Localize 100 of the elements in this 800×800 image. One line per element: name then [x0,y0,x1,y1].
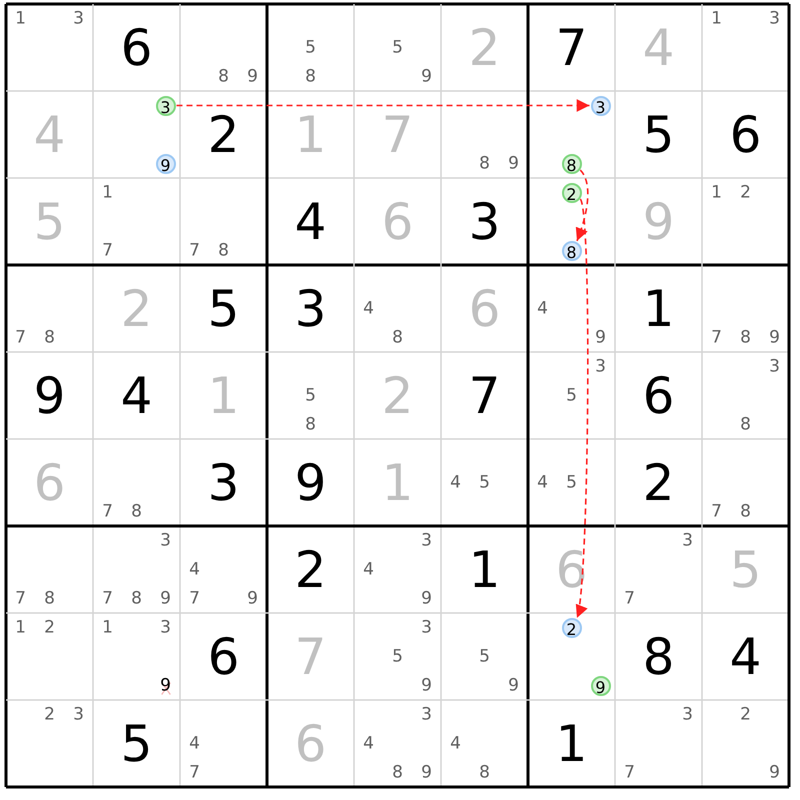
solved-digit: 4 [642,22,674,72]
candidate-digit: 8 [740,329,751,346]
candidate-digit: 8 [392,329,403,346]
candidate-digit: 3 [160,619,171,636]
candidate-digit: 9 [508,677,519,694]
candidate-digit: 5 [566,474,577,491]
candidate-digit: 9 [247,68,258,85]
candidate-digit: 8 [131,503,142,520]
highlighted-candidate: 9 [590,676,610,696]
candidate-digit: 3 [769,358,780,375]
solved-digit: 6 [34,458,66,508]
candidate-digit: 9 [421,677,432,694]
solved-digit: 1 [208,370,240,420]
candidate-digit: 3 [421,619,432,636]
candidate-digit: 2 [740,706,751,723]
candidate-digit: 4 [189,561,200,578]
eliminated-candidate: 9 [160,677,171,694]
candidate-digit: 9 [421,764,432,781]
solved-digit: 4 [34,110,66,160]
candidate-digit: 3 [769,10,780,27]
candidate-digit: 1 [15,10,26,27]
candidate-digit: 7 [711,329,722,346]
candidate-digit: 3 [682,706,693,723]
given-digit: 3 [294,284,326,334]
candidate-digit: 8 [479,155,490,172]
candidate-digit: 3 [595,358,606,375]
given-digit: 2 [642,458,674,508]
solved-digit: 1 [294,110,326,160]
given-digit: 4 [730,632,762,682]
given-digit: 4 [294,196,326,246]
candidate-digit: 4 [450,735,461,752]
solved-digit: 7 [294,632,326,682]
highlighted-candidate: 3 [590,96,610,116]
candidate-digit: 8 [218,242,229,259]
candidate-digit: 4 [450,474,461,491]
given-digit: 1 [556,718,588,768]
arrow [576,170,589,242]
candidate-digit: 2 [44,619,55,636]
candidate-digit: 1 [711,184,722,201]
candidate-digit: 8 [740,416,751,433]
given-digit: 5 [208,284,240,334]
given-digit: 3 [208,458,240,508]
candidate-digit: 8 [392,764,403,781]
candidate-digit: 7 [624,590,635,607]
candidate-digit: 7 [15,590,26,607]
candidate-digit: 1 [711,10,722,27]
candidate-digit: 9 [247,590,258,607]
solved-digit: 6 [294,718,326,768]
given-digit: 9 [294,458,326,508]
candidate-digit: 8 [44,329,55,346]
candidate-digit: 5 [479,474,490,491]
solved-digit: 6 [382,196,414,246]
given-digit: 9 [34,370,66,420]
candidate-digit: 7 [189,242,200,259]
candidate-digit: 5 [392,648,403,665]
solved-digit: 1 [382,458,414,508]
highlighted-candidate: 8 [562,240,582,260]
candidate-digit: 1 [15,619,26,636]
candidate-digit: 9 [595,329,606,346]
given-digit: 1 [642,284,674,334]
candidate-digit: 9 [769,764,780,781]
solved-digit: 6 [468,284,500,334]
given-digit: 6 [208,632,240,682]
solved-digit: 2 [382,370,414,420]
candidate-digit: 3 [73,10,84,27]
candidate-digit: 8 [131,590,142,607]
given-digit: 3 [468,196,500,246]
candidate-digit: 8 [305,68,316,85]
candidate-digit: 4 [537,474,548,491]
candidate-digit: 9 [508,155,519,172]
given-digit: 2 [208,110,240,160]
candidate-digit: 3 [160,532,171,549]
solved-digit: 2 [468,22,500,72]
given-digit: 6 [120,22,152,72]
given-digit: 7 [468,370,500,420]
candidate-digit: 3 [682,532,693,549]
candidate-digit: 1 [102,619,113,636]
solved-digit: 5 [34,196,66,246]
candidate-digit: 5 [305,39,316,56]
solved-digit: 9 [642,196,674,246]
given-digit: 5 [642,110,674,160]
candidate-digit: 4 [537,300,548,317]
candidate-digit: 5 [479,648,490,665]
arrow [573,198,589,618]
candidate-digit: 2 [740,184,751,201]
given-digit: 8 [642,632,674,682]
candidate-digit: 7 [102,242,113,259]
candidate-digit: 8 [218,68,229,85]
candidate-digit: 3 [73,706,84,723]
candidate-digit: 7 [189,764,200,781]
highlighted-candidate: 2 [562,618,582,638]
highlighted-candidate: 9 [156,154,176,174]
solved-digit: 2 [120,284,152,334]
candidate-digit: 9 [421,590,432,607]
candidate-digit: 4 [363,300,374,317]
candidate-digit: 4 [363,735,374,752]
candidate-digit: 8 [44,590,55,607]
solved-digit: 5 [730,544,762,594]
candidate-digit: 5 [392,39,403,56]
candidate-digit: 7 [102,590,113,607]
